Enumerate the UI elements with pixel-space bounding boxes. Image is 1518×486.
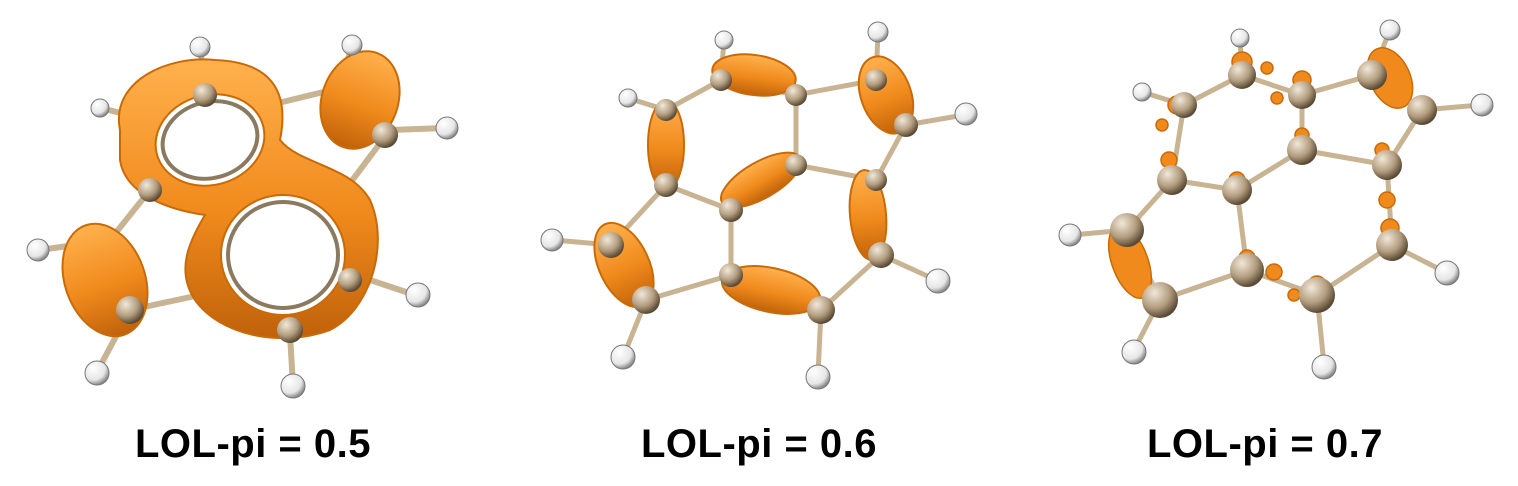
molecule-lol-0-5 xyxy=(26,34,459,399)
caption-lol-0-7: LOL-pi = 0.7 xyxy=(1146,422,1384,466)
carbon-atoms xyxy=(116,83,398,343)
lol-isosurface xyxy=(61,50,401,340)
carbon-atoms xyxy=(598,69,918,324)
panel-lol-0-6: LOL-pi = 0.6 xyxy=(506,0,1012,486)
hydrogen-atoms xyxy=(26,34,459,399)
caption-lol-0-6: LOL-pi = 0.6 xyxy=(640,422,878,466)
bonds xyxy=(1071,29,1481,366)
hydrogen-atoms xyxy=(1058,19,1494,380)
panel-lol-0-5: LOL-pi = 0.5 xyxy=(0,0,506,486)
hydrogen-atoms xyxy=(540,21,978,390)
panel-lol-0-7: LOL-pi = 0.7 xyxy=(1012,0,1518,486)
carbon-atoms xyxy=(1110,60,1437,318)
molecule-lol-0-7 xyxy=(1058,19,1494,380)
caption-lol-0-5: LOL-pi = 0.5 xyxy=(134,422,372,466)
molecule-lol-0-6 xyxy=(540,21,978,390)
